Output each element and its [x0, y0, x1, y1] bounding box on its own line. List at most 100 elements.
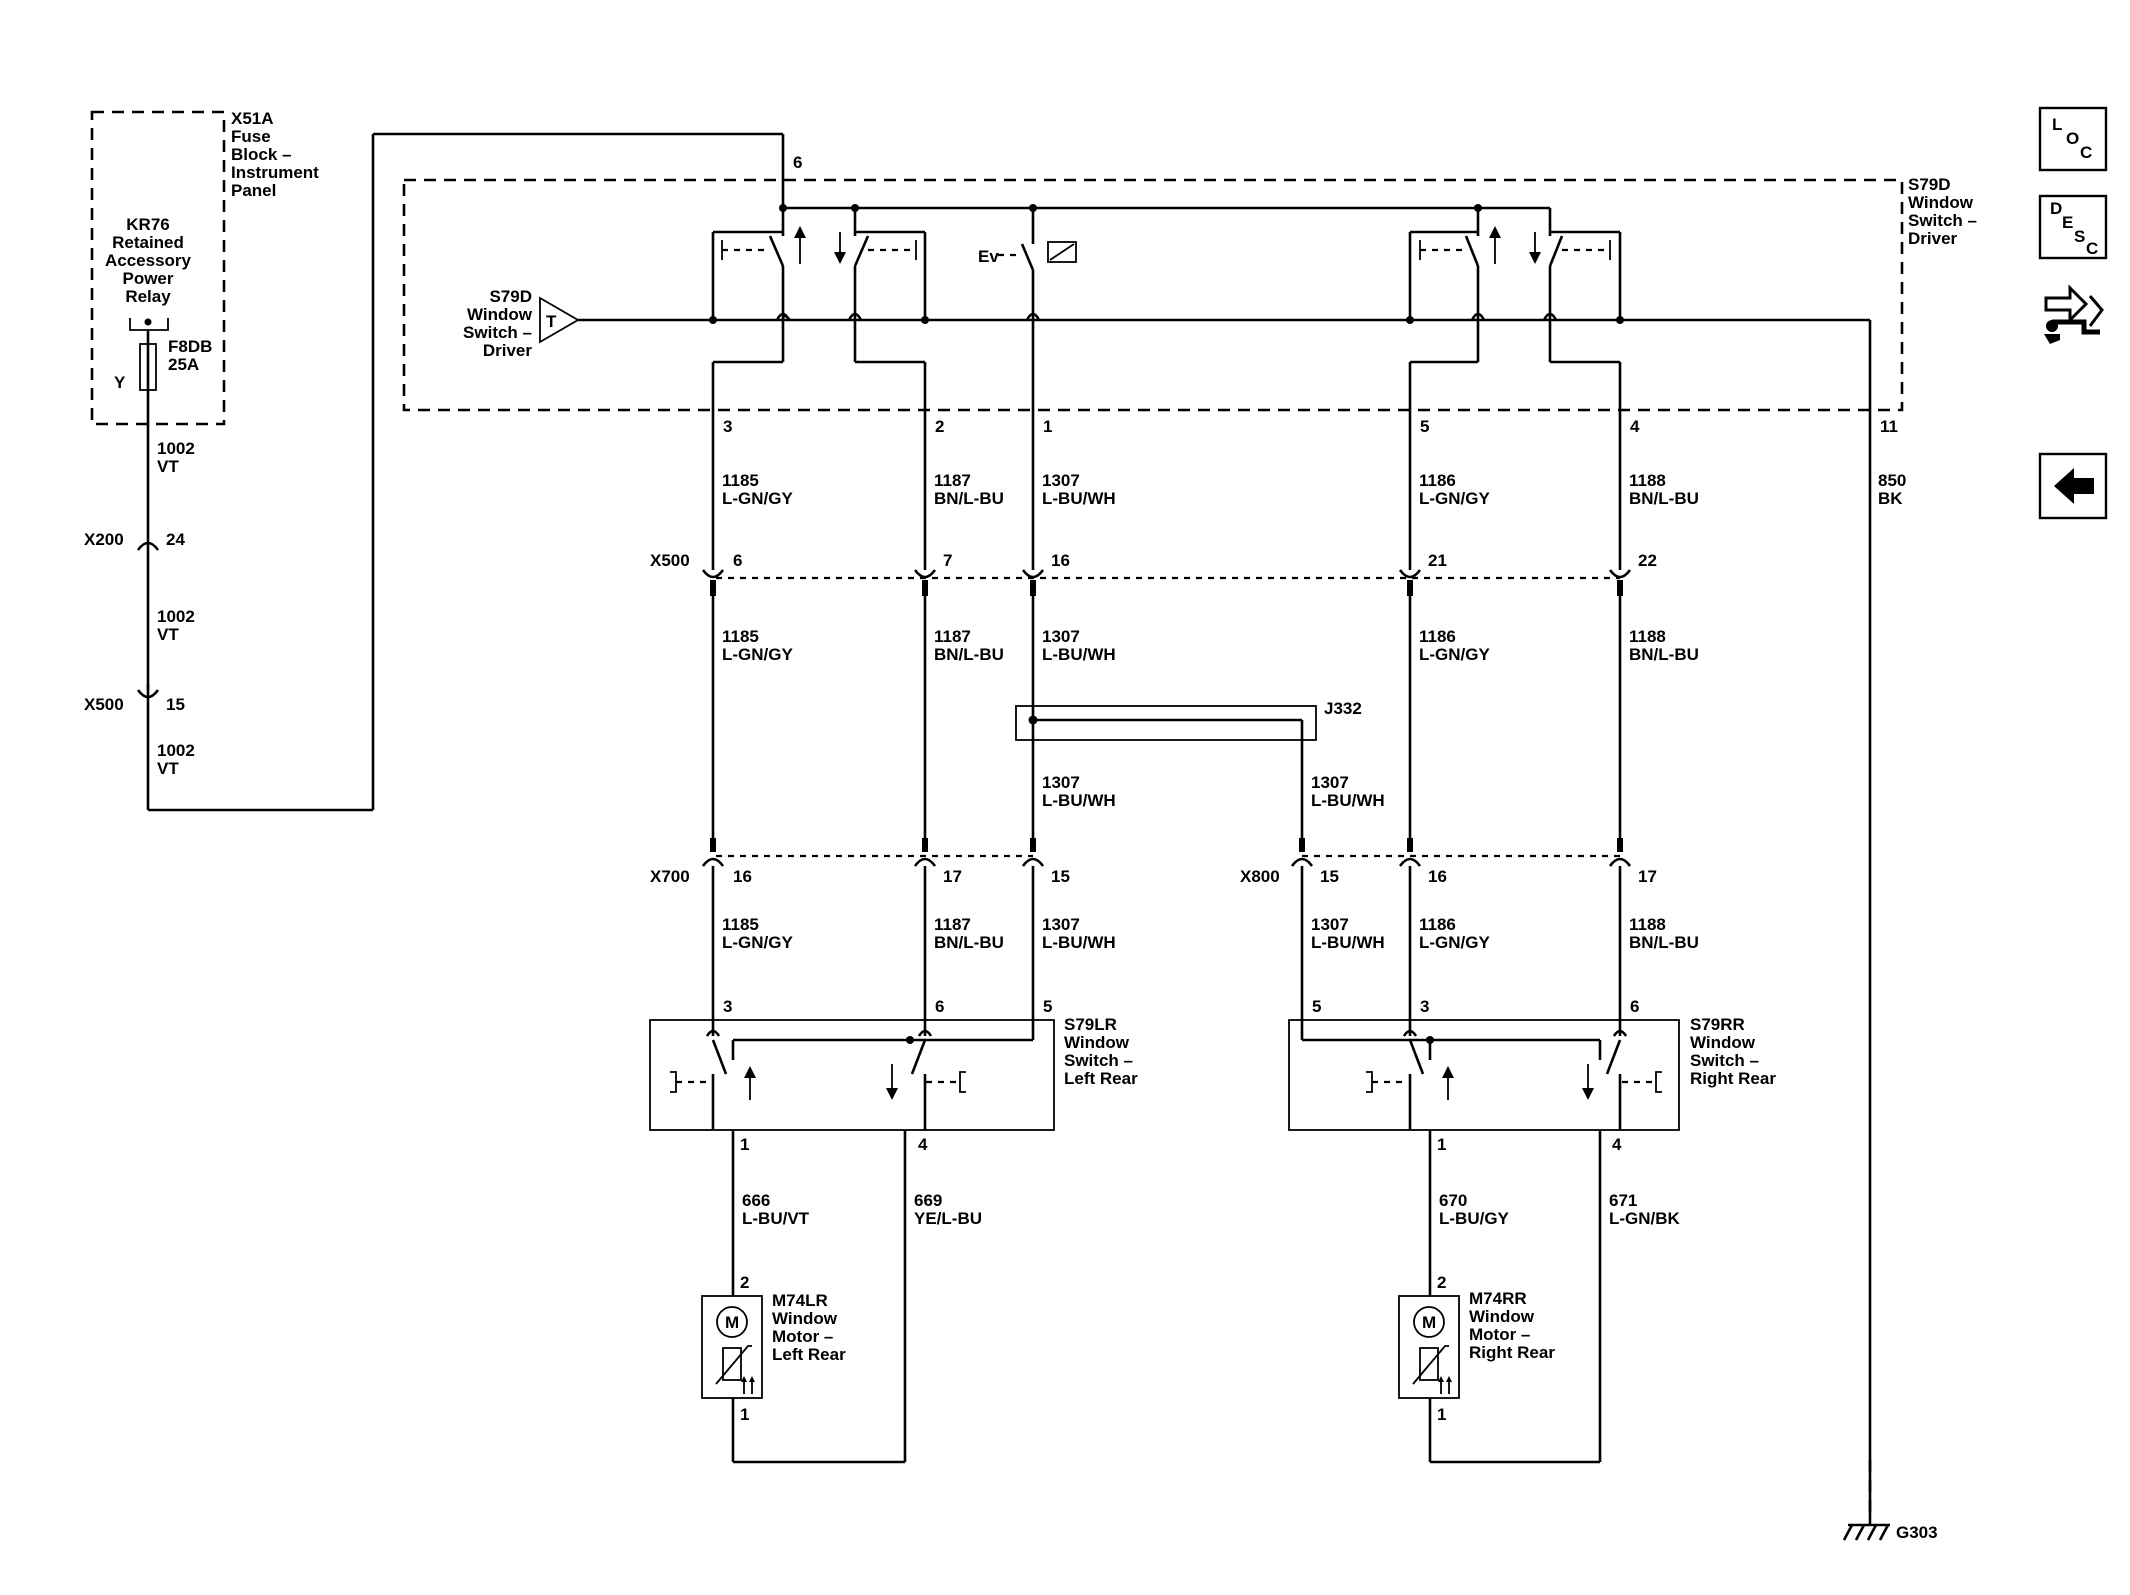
- thermistor-icon: [722, 1347, 742, 1381]
- pin-s79d-6: 6: [793, 153, 802, 172]
- svg-text:S: S: [2074, 227, 2085, 246]
- pin-mrr-2: 2: [1437, 1273, 1446, 1292]
- pin-s79d-5: 5: [1420, 417, 1429, 436]
- wire-850-label-2: BK: [1878, 489, 1903, 508]
- ground-g303-label: G303: [1896, 1523, 1938, 1542]
- svg-text:Retained: Retained: [112, 233, 184, 252]
- ground-g303: [1842, 1460, 1890, 1541]
- pin-x500-15: 15: [166, 695, 185, 714]
- wire-1307-label-b2: L-BU/WH: [1042, 645, 1116, 664]
- pin-x500-6: 6: [733, 551, 742, 570]
- connector-x700-label: X700: [650, 867, 690, 886]
- svg-text:Window: Window: [1690, 1033, 1756, 1052]
- wire-1307-label-d2: L-BU/WH: [1311, 791, 1385, 810]
- connector-x700: [701, 838, 1045, 867]
- component-view-icon[interactable]: [2036, 276, 2110, 352]
- wire-1186-label-a1: 1186: [1419, 471, 1456, 490]
- motor-icon: [716, 1306, 748, 1338]
- svg-text:M74RR: M74RR: [1469, 1289, 1527, 1308]
- svg-text:Window: Window: [1064, 1033, 1130, 1052]
- wire-1002-label-c2: VT: [157, 759, 179, 778]
- connector-x500-left-label: X500: [84, 695, 124, 714]
- wire-670-label-1: 670: [1439, 1191, 1467, 1210]
- lockout-ev-label: Ev: [978, 247, 999, 266]
- description-button[interactable]: D E S C: [2038, 194, 2108, 260]
- wire-1186-label-c1: 1186: [1419, 915, 1456, 934]
- pin-rr-4: 4: [1612, 1135, 1622, 1154]
- wire-669-label-2: YE/L-BU: [914, 1209, 982, 1228]
- location-button[interactable]: L O C: [2038, 106, 2108, 172]
- connector-x500-left-symbol: [136, 689, 160, 699]
- svg-text:L: L: [2052, 115, 2062, 134]
- wire-671-label-2: L-GN/BK: [1609, 1209, 1681, 1228]
- wire-1185-label-a1: 1185: [722, 471, 759, 490]
- svg-text:Motor –: Motor –: [772, 1327, 833, 1346]
- wire-1188-label-b1: 1188: [1629, 627, 1666, 646]
- wire-666-label-2: L-BU/VT: [742, 1209, 810, 1228]
- pin-x700-17: 17: [943, 867, 962, 886]
- pin-s79d-3: 3: [723, 417, 732, 436]
- driver-lr-switch-pair: [709, 208, 929, 410]
- svg-text:Window: Window: [772, 1309, 838, 1328]
- pin-lr-3: 3: [723, 997, 732, 1016]
- svg-text:S79D: S79D: [489, 287, 532, 306]
- wire-1187-label-c2: BN/L-BU: [934, 933, 1004, 952]
- wire-670-label-2: L-BU/GY: [1439, 1209, 1510, 1228]
- s79d-header-4: Driver: [1908, 229, 1958, 248]
- wire-1186-label-b1: 1186: [1419, 627, 1456, 646]
- wire-1307-label-c1: 1307: [1042, 773, 1080, 792]
- wire-1188-label-c1: 1188: [1629, 915, 1666, 934]
- pin-mlr-1: 1: [740, 1405, 749, 1424]
- wire-1002-label-a1: 1002: [157, 439, 195, 458]
- wire-1187-label-c1: 1187: [934, 915, 971, 934]
- fuse-label-2: 25A: [168, 355, 199, 374]
- wire-1002-label-b2: VT: [157, 625, 179, 644]
- svg-text:Accessory: Accessory: [105, 251, 192, 270]
- pin-lr-1: 1: [740, 1135, 749, 1154]
- svg-text:S79RR: S79RR: [1690, 1015, 1745, 1034]
- svg-text:O: O: [2066, 129, 2079, 148]
- svg-text:Window: Window: [467, 305, 533, 324]
- motor-m74rr: M: [1398, 1295, 1460, 1399]
- switch-s79rr: [1288, 1019, 1680, 1131]
- wire-1002-label-c1: 1002: [157, 741, 195, 760]
- pin-lr-6: 6: [935, 997, 944, 1016]
- wire-1307-label-b1: 1307: [1042, 627, 1080, 646]
- wire-1307-label-e2: L-BU/WH: [1042, 933, 1116, 952]
- svg-text:Right Rear: Right Rear: [1469, 1343, 1555, 1362]
- svg-text:M: M: [1422, 1313, 1436, 1332]
- pin-x800-17: 17: [1638, 867, 1657, 886]
- wire-1186-label-c2: L-GN/GY: [1419, 933, 1490, 952]
- motor-icon: [1413, 1306, 1445, 1338]
- s79d-header-1: S79D: [1908, 175, 1951, 194]
- svg-text:C: C: [2086, 239, 2098, 258]
- wire-1187-label-a2: BN/L-BU: [934, 489, 1004, 508]
- switch-s79rr-label: S79RR Window Switch – Right Rear: [1690, 1015, 1776, 1088]
- wire-1188-label-c2: BN/L-BU: [1629, 933, 1699, 952]
- svg-text:Power: Power: [122, 269, 173, 288]
- wire-1002-label-b1: 1002: [157, 607, 195, 626]
- triangle-t-icon: [539, 296, 580, 344]
- wire-671-label-1: 671: [1609, 1191, 1637, 1210]
- pin-x500-16: 16: [1051, 551, 1070, 570]
- pin-mlr-2: 2: [740, 1273, 749, 1292]
- svg-text:Left Rear: Left Rear: [1064, 1069, 1138, 1088]
- pin-x700-15: 15: [1051, 867, 1070, 886]
- wire-1188-label-b2: BN/L-BU: [1629, 645, 1699, 664]
- back-button[interactable]: [2038, 452, 2108, 520]
- wire-1307-label-a1: 1307: [1042, 471, 1080, 490]
- pin-s79d-4: 4: [1630, 417, 1640, 436]
- pin-rr-5: 5: [1312, 997, 1321, 1016]
- switch-s79lr-label: S79LR Window Switch – Left Rear: [1064, 1015, 1138, 1088]
- back-arrow-icon: [2054, 468, 2094, 504]
- wire-1185-label-c1: 1185: [722, 915, 759, 934]
- wire-1188-label-a1: 1188: [1629, 471, 1666, 490]
- wire-1187-label-b1: 1187: [934, 627, 971, 646]
- x51a-label-4: Instrument: [231, 163, 319, 182]
- svg-text:M74LR: M74LR: [772, 1291, 828, 1310]
- harness-segment-upper: [711, 410, 1622, 570]
- x51a-label-1: X51A: [231, 109, 274, 128]
- wire-1002-path: [146, 132, 785, 812]
- fuse-pin-y: Y: [114, 373, 126, 392]
- wire-1187-label-a1: 1187: [934, 471, 971, 490]
